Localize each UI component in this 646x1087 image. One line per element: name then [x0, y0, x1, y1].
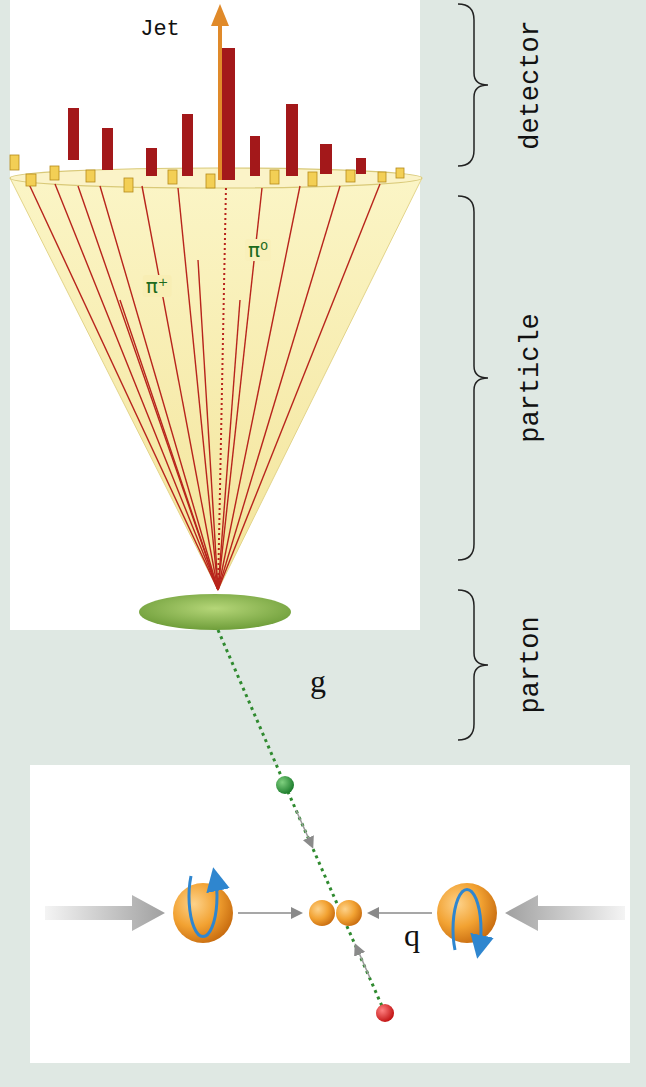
particle-label: π⁰ [245, 239, 271, 261]
level-label: detector [517, 20, 547, 150]
parton-label: q [404, 918, 420, 953]
particle-label: π⁺ [143, 275, 172, 297]
parton-label: g [310, 664, 326, 699]
jet-label: Jet [140, 18, 180, 42]
level-label: particle [517, 313, 547, 443]
level-label: parton [517, 616, 547, 713]
